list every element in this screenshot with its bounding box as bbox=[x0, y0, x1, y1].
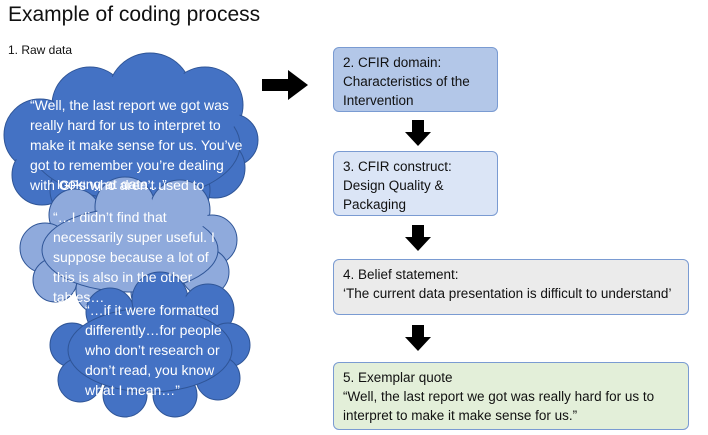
exemplar-quote-heading: 5. Exemplar quote bbox=[343, 370, 453, 385]
cfir-domain-text: Characteristics of the bbox=[343, 74, 470, 89]
quote-2-line: “…I didn’t find that bbox=[53, 209, 167, 225]
quote-2-line: necessarily super useful. I bbox=[53, 229, 215, 245]
cfir-domain-heading: 2. CFIR domain: bbox=[343, 55, 442, 70]
quote-3-line: differently…for people bbox=[85, 322, 222, 338]
quote-1-line: “Well, the last report we got was bbox=[30, 97, 229, 113]
quote-2-line: tables… bbox=[53, 289, 105, 305]
diagram-title: Example of coding process bbox=[8, 3, 261, 26]
quote-1-line: really hard for us to interpret to bbox=[30, 117, 221, 133]
belief-statement-heading: 4. Belief statement: bbox=[343, 267, 459, 282]
cloud-3-fill bbox=[70, 274, 230, 390]
quote-1-line: make it make sense for us. You’ve bbox=[30, 137, 243, 153]
quote-1-line: with GPs who aren’t used to bbox=[30, 177, 205, 193]
belief-statement-text: ‘The current data presentation is diffic… bbox=[343, 286, 672, 301]
exemplar-quote-box: 5. Exemplar quote “Well, the last report… bbox=[333, 362, 689, 430]
cfir-construct-text: Design Quality & bbox=[343, 178, 444, 193]
quote-3-line: who don’t research or bbox=[85, 342, 220, 358]
exemplar-quote-text: interpret to make it make sense for us.” bbox=[343, 408, 578, 423]
quote-3-line: “…if it were formatted bbox=[85, 302, 219, 318]
down-arrow-icon bbox=[405, 120, 431, 146]
quote-1-line: got to remember you’re dealing bbox=[30, 157, 224, 173]
quote-2-line: suppose because a lot of bbox=[53, 249, 209, 265]
quote-cloud-3: “…if it were formatted differently…for p… bbox=[85, 300, 245, 400]
cfir-domain-text: Intervention bbox=[343, 93, 414, 108]
cfir-construct-box: 3. CFIR construct: Design Quality & Pack… bbox=[333, 151, 498, 216]
cfir-construct-text: Packaging bbox=[343, 197, 407, 212]
quote-1-line-partial: looking at data…” bbox=[57, 180, 167, 191]
quote-3-line: what I mean…” bbox=[85, 382, 180, 398]
cfir-construct-heading: 3. CFIR construct: bbox=[343, 159, 452, 174]
belief-statement-box: 4. Belief statement: ‘The current data p… bbox=[333, 259, 689, 315]
quote-cloud-2: “…I didn’t find that necessarily super u… bbox=[53, 207, 233, 307]
cloud-2-fill bbox=[44, 179, 216, 290]
quote-cloud-1: “Well, the last report we got was really… bbox=[30, 95, 270, 195]
quote-2-line: this is also in the other bbox=[53, 269, 193, 285]
exemplar-quote-text: “Well, the last report we got was really… bbox=[343, 389, 655, 404]
raw-data-label: 1. Raw data bbox=[8, 43, 73, 57]
down-arrow-icon bbox=[405, 325, 431, 351]
quote-3-line: don’t read, you know bbox=[85, 362, 215, 378]
quote-cloud-1-overflow: looking at data…” bbox=[57, 180, 257, 191]
down-arrow-icon bbox=[405, 225, 431, 251]
right-arrow-icon bbox=[262, 70, 308, 100]
cloud-1-fill bbox=[6, 55, 241, 198]
cfir-domain-box: 2. CFIR domain: Characteristics of the I… bbox=[333, 47, 498, 112]
